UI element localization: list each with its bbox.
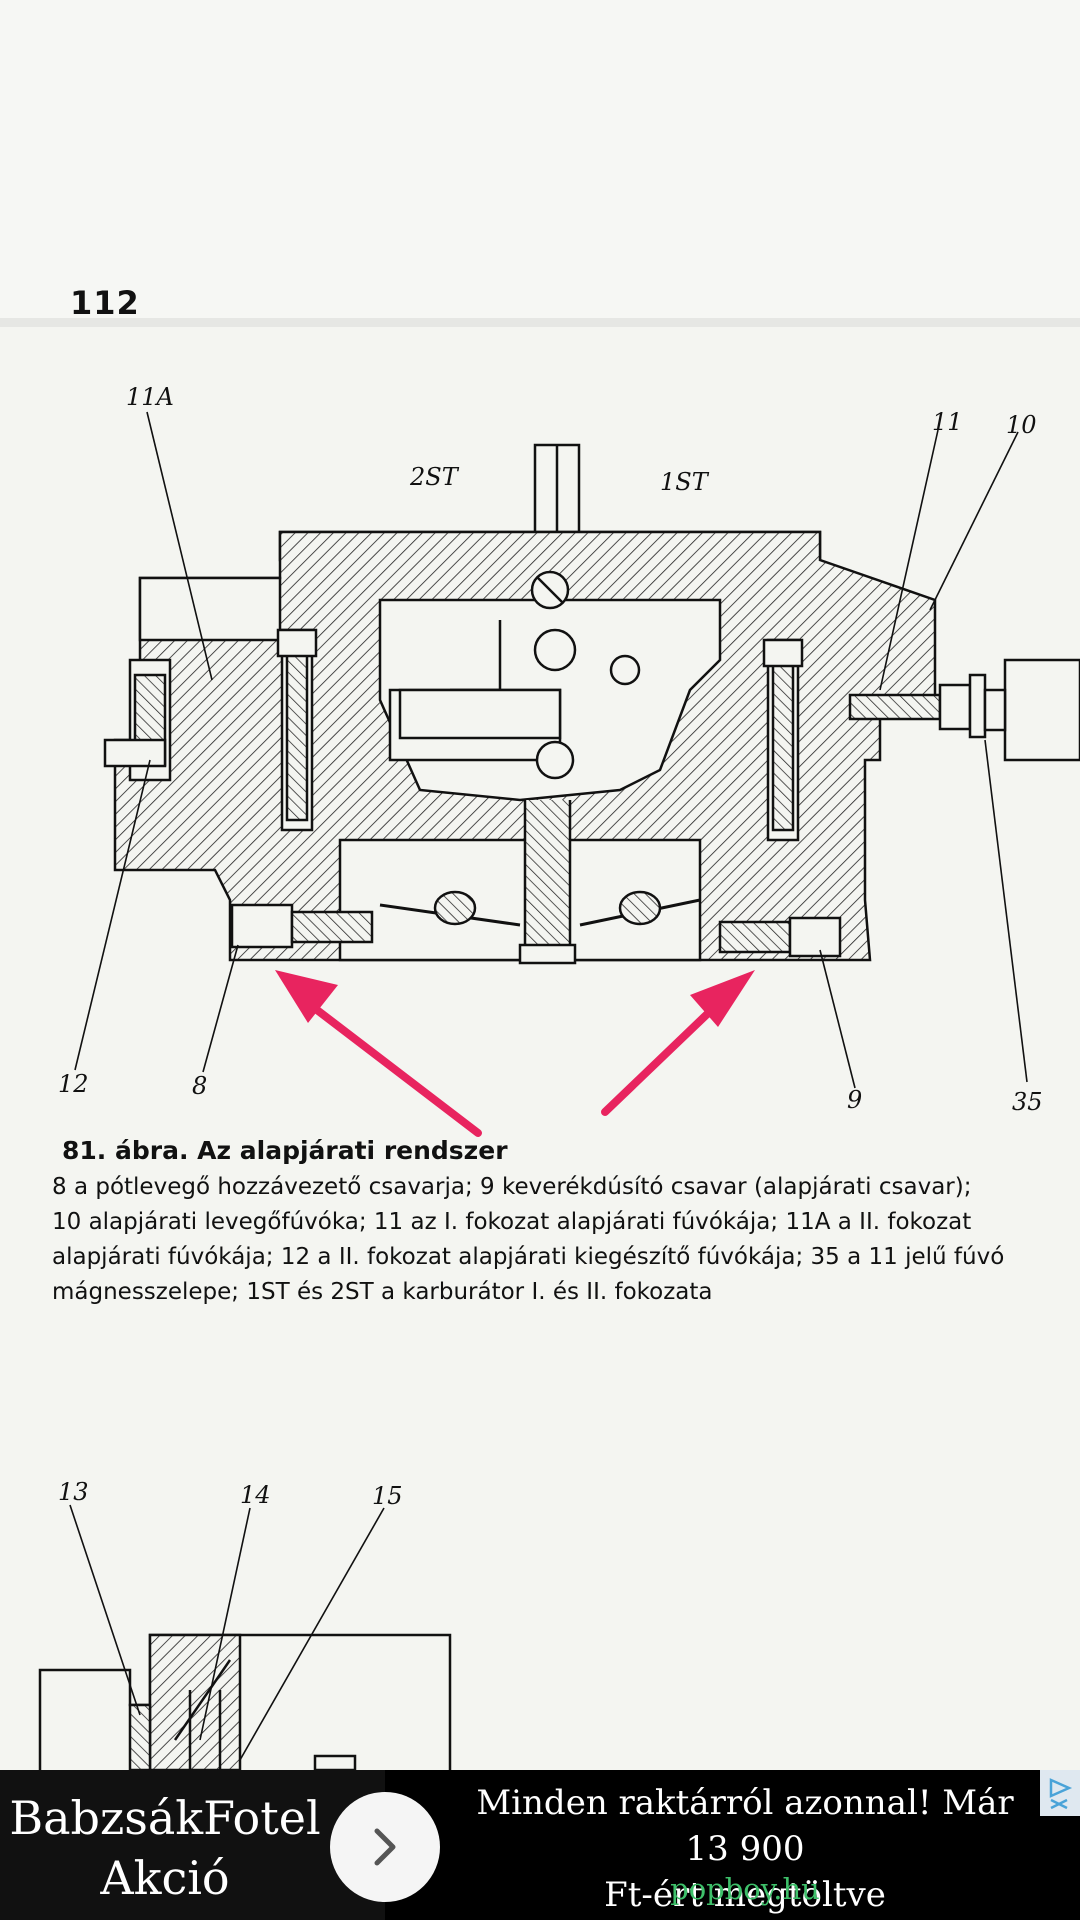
label-35: 35 xyxy=(1012,1088,1043,1116)
figure-caption: 8 a pótlevegő hozzávezető csavarja; 9 ke… xyxy=(52,1170,1080,1310)
figure-labels: 11A 2ST 1ST 11 10 12 8 9 35 13 14 15 xyxy=(58,383,1043,1510)
leader-lines xyxy=(74,411,1028,1089)
label-9: 9 xyxy=(847,1086,862,1114)
ad-url[interactable]: popboy.hu xyxy=(670,1872,820,1906)
carburetor-body xyxy=(103,443,1080,965)
label-11a: 11A xyxy=(126,383,174,411)
arrow-right-shaft xyxy=(601,993,729,1116)
caption-line: 8 a pótlevegő hozzávezető csavarja; 9 ke… xyxy=(52,1174,972,1200)
label-1st: 1ST xyxy=(660,468,710,496)
ad-brand-line1: BabzsákFotel xyxy=(9,1791,321,1845)
label-15: 15 xyxy=(372,1482,403,1510)
chevron-right-icon xyxy=(374,1828,396,1866)
second-diagram xyxy=(38,1504,452,1770)
page-number: 112 xyxy=(70,284,140,322)
label-11: 11 xyxy=(932,408,963,436)
label-14: 14 xyxy=(240,1481,271,1509)
page-divider xyxy=(0,318,1080,327)
label-8: 8 xyxy=(192,1072,207,1100)
arrow-left-shaft xyxy=(296,993,482,1137)
arrow-right-head xyxy=(690,970,755,1027)
caption-line: alapjárati fúvókája; 12 a II. fokozat al… xyxy=(52,1244,1005,1270)
ad-text[interactable]: Minden raktárról azonnal! Már 13 900 Ft-… xyxy=(450,1780,1040,1918)
carburetor-diagram: 11A 2ST 1ST 11 10 12 8 9 35 13 14 15 xyxy=(38,383,1080,1770)
label-10: 10 xyxy=(1006,411,1037,439)
ad-brand[interactable]: BabzsákFotel Akció xyxy=(0,1788,330,1908)
annotation-arrows xyxy=(275,970,755,1137)
figure-caption-title: 81. ábra. Az alapjárati rendszer xyxy=(62,1136,508,1165)
ad-brand-panel[interactable]: BabzsákFotel Akció xyxy=(0,1770,385,1920)
adchoices-icon xyxy=(1049,1778,1073,1810)
label-12: 12 xyxy=(58,1070,89,1098)
ad-banner[interactable]: BabzsákFotel Akció Minden raktárról azon… xyxy=(0,1770,1080,1920)
label-2st: 2ST xyxy=(409,463,460,491)
ad-text-line1: Minden raktárról azonnal! Már 13 900 xyxy=(476,1783,1014,1869)
caption-line: 10 alapjárati levegőfúvóka; 11 az I. fok… xyxy=(52,1209,972,1235)
arrow-left-head xyxy=(275,970,338,1023)
ad-text-line2: Ft-ért megtöltve xyxy=(604,1875,886,1915)
caption-line: mágnesszelepe; 1ST és 2ST a karburátor I… xyxy=(52,1279,713,1305)
previous-page-area: 112 xyxy=(0,0,1080,322)
ad-open-button[interactable] xyxy=(330,1792,440,1902)
adchoices-button[interactable] xyxy=(1040,1770,1080,1816)
document-page: 112 xyxy=(0,0,1080,1770)
ad-brand-line2: Akció xyxy=(100,1851,230,1905)
label-13: 13 xyxy=(58,1478,89,1506)
